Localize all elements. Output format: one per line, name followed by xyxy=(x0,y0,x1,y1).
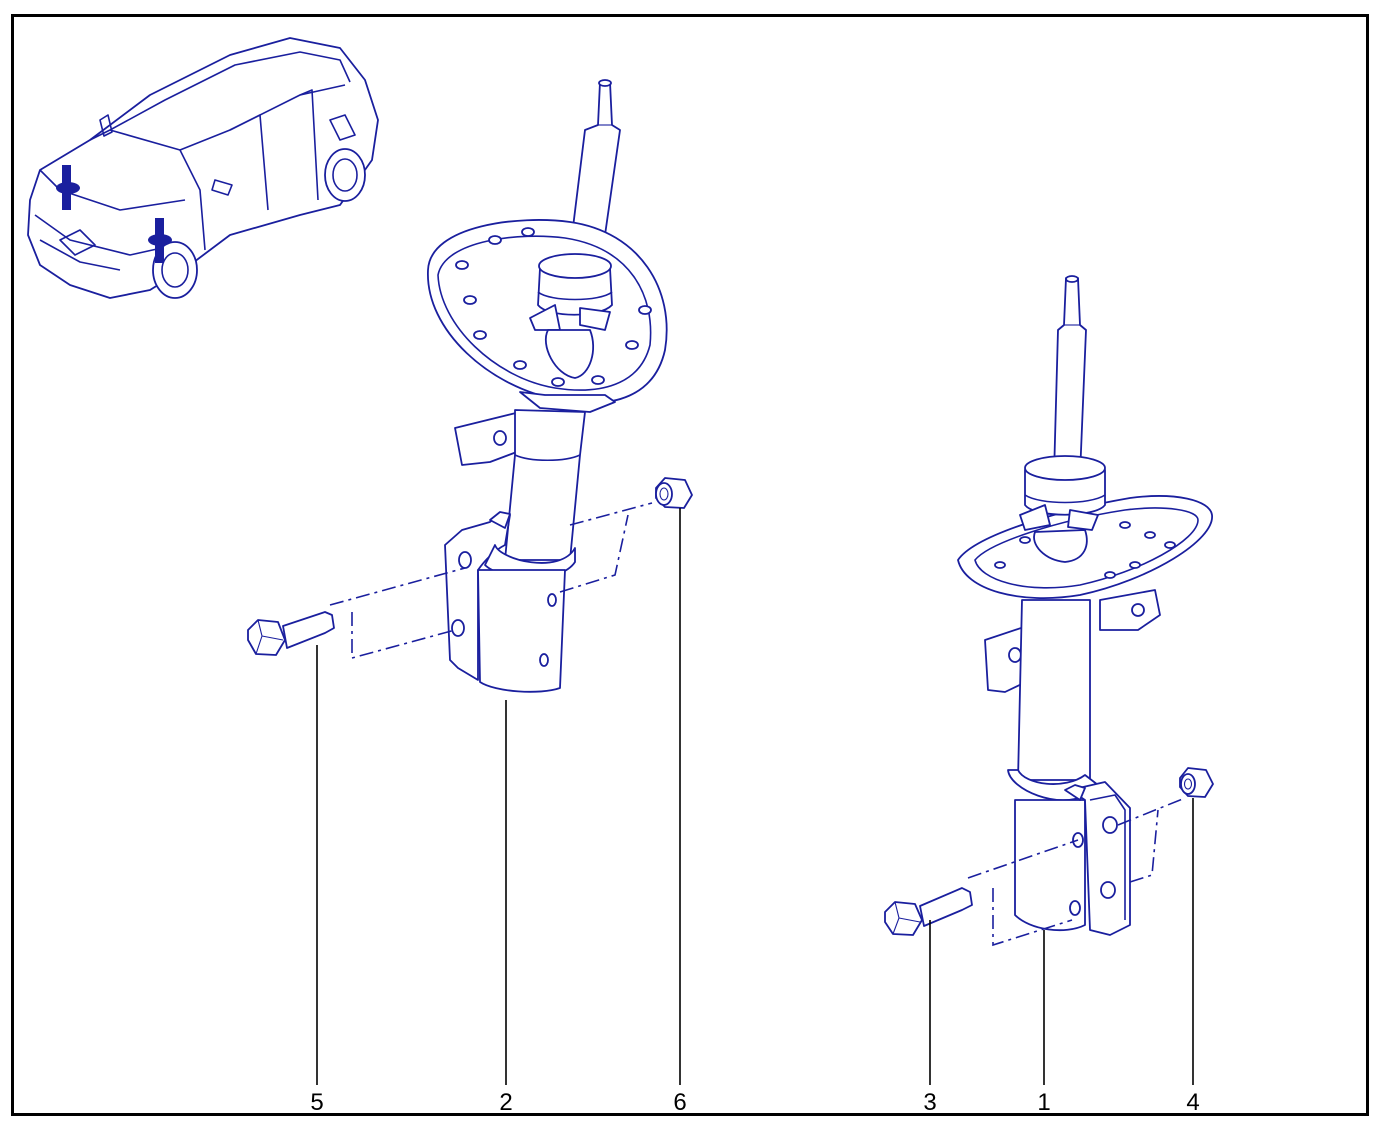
callout-4: 4 xyxy=(1186,1089,1199,1116)
callout-1: 1 xyxy=(1037,1089,1050,1116)
leader-lines xyxy=(316,508,1194,1085)
nut-left xyxy=(655,477,693,509)
bolt-right xyxy=(884,887,973,936)
callout-6: 6 xyxy=(673,1089,686,1116)
callout-2: 2 xyxy=(499,1089,512,1116)
callout-5: 5 xyxy=(310,1089,323,1116)
strut-left-assembly xyxy=(329,79,668,693)
vehicle-locator-illustration xyxy=(27,37,379,299)
callout-labels: 5 2 6 3 1 4 xyxy=(310,1089,1199,1116)
nut-right xyxy=(1179,767,1214,798)
strut-right-assembly xyxy=(957,275,1213,947)
bolt-left xyxy=(247,611,335,656)
callout-3: 3 xyxy=(923,1089,936,1116)
